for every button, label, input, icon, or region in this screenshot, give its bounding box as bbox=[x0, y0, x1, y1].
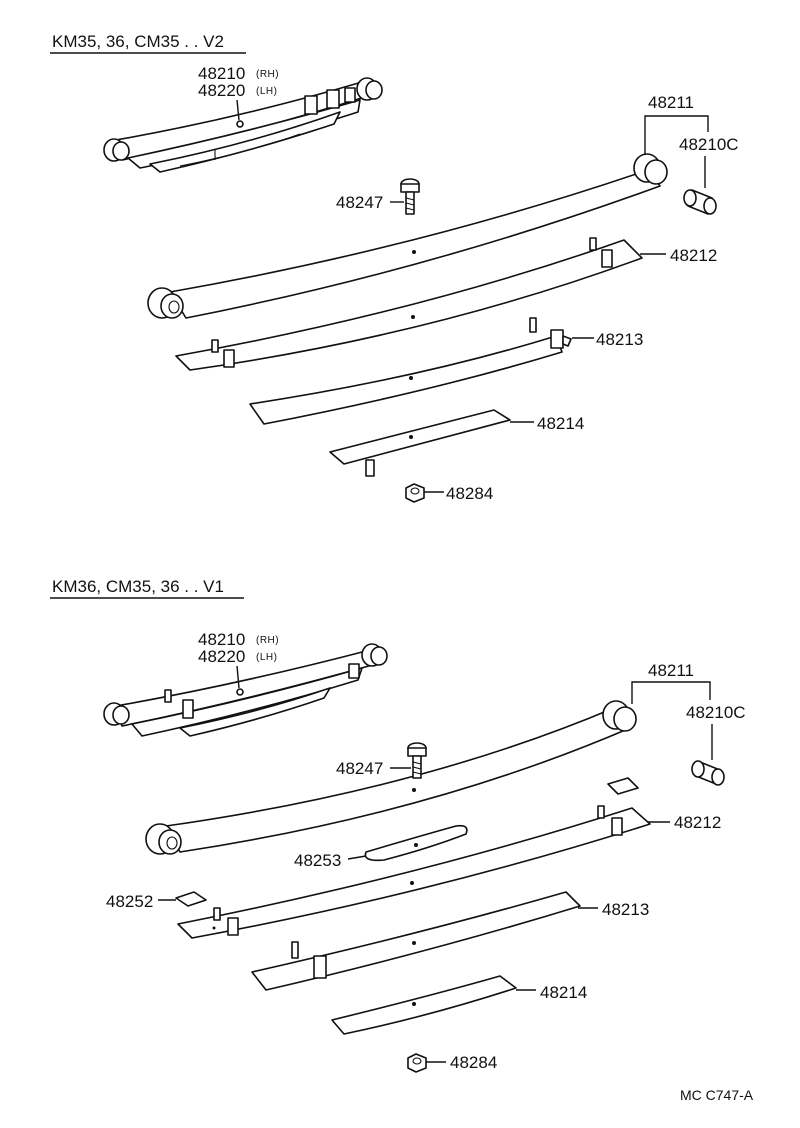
section-v1: KM36, CM35, 36 . . V1 48210 (RH) 48220 (… bbox=[50, 577, 746, 1073]
nut-number: 48284 bbox=[450, 1053, 497, 1072]
spacer-plate bbox=[364, 824, 468, 862]
main-leaf-bracket bbox=[631, 681, 711, 704]
leaf-3-number: 48213 bbox=[596, 330, 643, 349]
leader-line bbox=[236, 665, 240, 689]
section-v2: KM35, 36, CM35 . . V2 48210 (RH) 48220 (… bbox=[50, 32, 739, 503]
insulator-number: 48252 bbox=[106, 892, 153, 911]
section-title: KM36, CM35, 36 . . V1 bbox=[52, 577, 224, 596]
bushing-number: 48210C bbox=[679, 135, 739, 154]
assembly-rh-number: 48210 bbox=[198, 630, 245, 649]
rh-tag: (RH) bbox=[256, 635, 279, 646]
main-leaf-bracket bbox=[644, 115, 709, 155]
rh-tag: (RH) bbox=[256, 69, 279, 80]
leaf-3-number: 48213 bbox=[602, 900, 649, 919]
insulator-part bbox=[175, 891, 207, 907]
main-leaf bbox=[145, 700, 637, 855]
assembly-rh-number: 48210 bbox=[198, 64, 245, 83]
center-bolt-part bbox=[407, 742, 427, 779]
main-leaf-number: 48211 bbox=[648, 661, 694, 680]
section-title: KM35, 36, CM35 . . V2 bbox=[52, 32, 224, 51]
bushing-part bbox=[683, 189, 717, 215]
main-leaf-number: 48211 bbox=[648, 93, 694, 112]
leaf-2-number: 48212 bbox=[674, 813, 721, 832]
spring-assembly-thumbnail bbox=[103, 77, 383, 173]
leader-line bbox=[236, 99, 240, 121]
center-bolt-number: 48247 bbox=[336, 759, 383, 778]
nut-number: 48284 bbox=[446, 484, 493, 503]
spring-assembly-thumbnail bbox=[103, 643, 388, 737]
leaf-2 bbox=[177, 805, 651, 939]
pad-plate bbox=[607, 777, 639, 795]
leaf-3 bbox=[249, 317, 572, 425]
leaf-4 bbox=[329, 409, 511, 477]
leader-line bbox=[347, 855, 367, 860]
spacer-plate-number: 48253 bbox=[294, 851, 341, 870]
bushing-number: 48210C bbox=[686, 703, 746, 722]
lh-tag: (LH) bbox=[256, 86, 277, 97]
assembly-lh-number: 48220 bbox=[198, 647, 245, 666]
leaf-4-number: 48214 bbox=[540, 983, 587, 1002]
assembly-lh-number: 48220 bbox=[198, 81, 245, 100]
leaf-2 bbox=[175, 237, 643, 371]
leaf-4 bbox=[331, 975, 517, 1035]
leaf-3 bbox=[251, 891, 581, 991]
nut-part bbox=[405, 483, 425, 503]
bushing-part bbox=[691, 760, 725, 786]
main-leaf bbox=[147, 153, 668, 319]
lh-tag: (LH) bbox=[256, 652, 277, 663]
center-bolt-part bbox=[400, 178, 420, 215]
nut-part bbox=[407, 1053, 427, 1073]
center-bolt-number: 48247 bbox=[336, 193, 383, 212]
leaf-2-number: 48212 bbox=[670, 246, 717, 265]
footer-code: MC C747-A bbox=[680, 1087, 754, 1103]
leaf-4-number: 48214 bbox=[537, 414, 584, 433]
